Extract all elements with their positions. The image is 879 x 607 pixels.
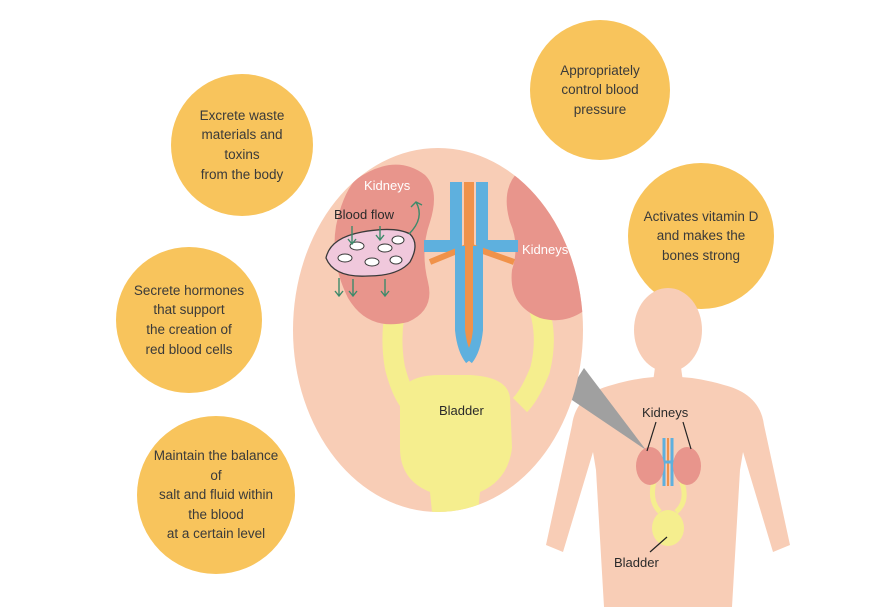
blood-flow-detail <box>325 201 423 298</box>
label-kidneys-left: Kidneys <box>364 178 411 193</box>
bubble-maintain-balance: Maintain the balance of salt and fluid w… <box>137 416 295 574</box>
label-body-bladder: Bladder <box>614 555 659 570</box>
bubble-excrete-waste-text: Excrete waste materials and toxins from … <box>199 107 285 182</box>
label-body-kidneys: Kidneys <box>642 405 689 420</box>
label-bladder-magnified: Bladder <box>439 403 484 418</box>
zoom-pointer <box>566 368 646 450</box>
body-silhouette <box>546 288 790 607</box>
bubble-activates-vitamin-d: Activates vitamin D and makes the bones … <box>628 163 774 309</box>
label-blood-flow: Blood flow <box>334 207 395 222</box>
body-organs <box>636 421 701 553</box>
label-kidneys-right: Kidneys <box>522 242 569 257</box>
magnified-view <box>293 148 583 512</box>
bubble-excrete-waste: Excrete waste materials and toxins from … <box>171 74 313 216</box>
bubble-control-blood-pressure-text: Appropriately control blood pressure <box>560 62 640 117</box>
bubble-maintain-balance-text: Maintain the balance of salt and fluid w… <box>153 448 279 542</box>
bubble-control-blood-pressure: Appropriately control blood pressure <box>530 20 670 160</box>
bubble-secrete-hormones: Secrete hormones that support the creati… <box>116 247 262 393</box>
bubble-activates-vitamin-d-text: Activates vitamin D and makes the bones … <box>643 208 759 263</box>
bubble-secrete-hormones-text: Secrete hormones that support the creati… <box>133 282 245 357</box>
